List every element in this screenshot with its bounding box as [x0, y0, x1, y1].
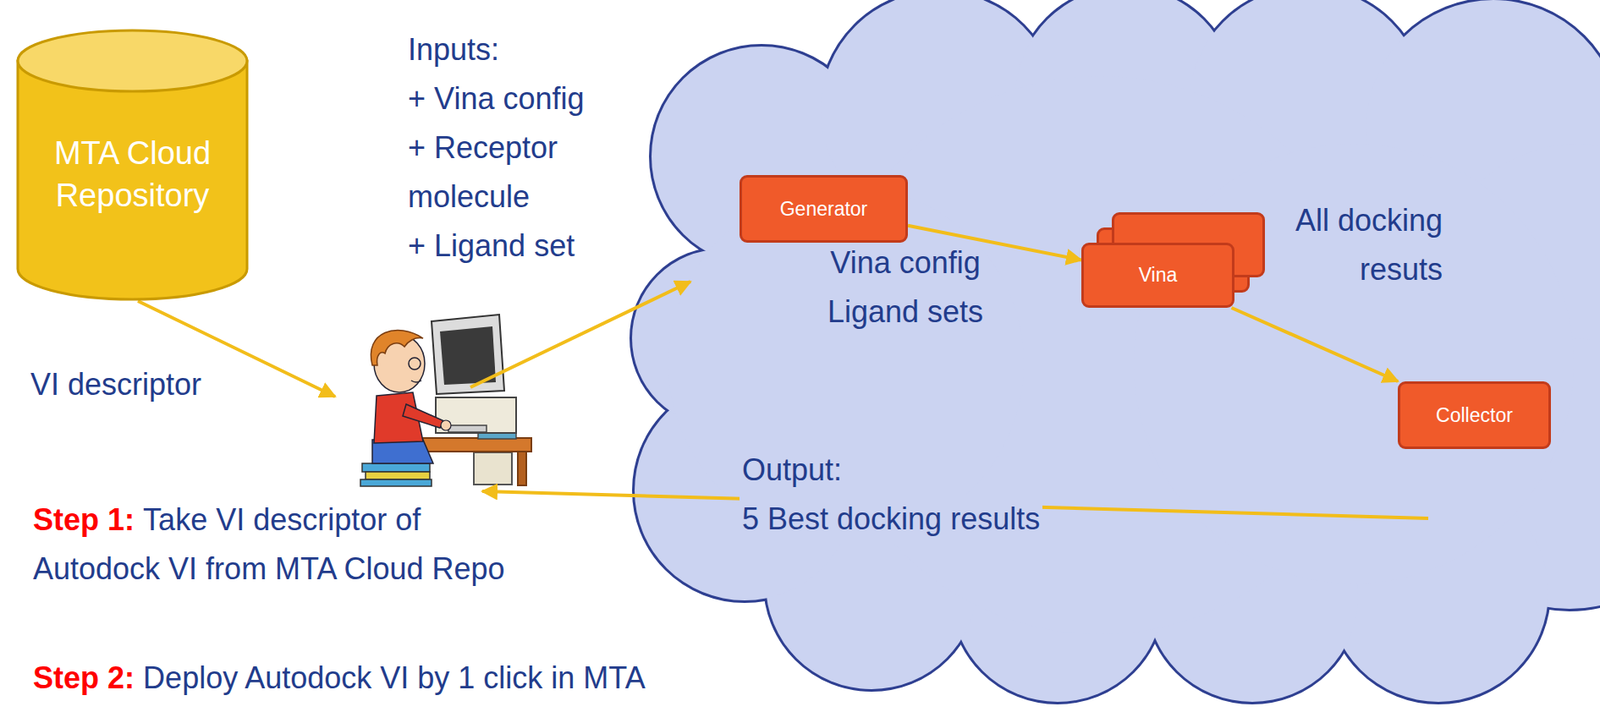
step-label: Step 1:	[32, 502, 135, 538]
book	[365, 472, 430, 480]
annotation-text: VI descriptor	[30, 360, 285, 410]
repository-cylinder: MTA Cloud Repository	[15, 28, 250, 302]
keyboard	[448, 425, 487, 433]
book	[362, 463, 430, 473]
annotation-text: + Receptor molecule	[407, 123, 620, 222]
annotation-text: Output:	[739, 445, 845, 495]
monitor	[431, 314, 505, 395]
deploy-arrow	[470, 281, 691, 388]
node-label: Generator	[780, 197, 869, 221]
cylinder-top	[17, 30, 248, 92]
node-label: Collector	[1435, 404, 1513, 428]
cylinder-body	[17, 60, 248, 300]
process-box: Vina	[1081, 242, 1235, 308]
text-group: Vina configLigand sets	[808, 238, 1003, 337]
pc-case	[435, 397, 517, 434]
process-box: Generator	[739, 175, 908, 243]
process-box: Collector	[1397, 381, 1551, 450]
hair	[370, 329, 424, 366]
glasses	[408, 357, 421, 370]
annotation-text: All docking resuts	[1269, 196, 1443, 295]
annotation-text: Vina config	[808, 238, 1003, 288]
text-group: All docking resuts	[1269, 196, 1443, 295]
step-label: Step 2:	[32, 660, 135, 696]
text-group: Inputs:+ Vina config+ Receptor molecule+…	[407, 25, 620, 271]
text-group: Step 2:Deploy Autodock VI by 1 click in …	[32, 654, 646, 704]
user-illustration	[360, 314, 532, 487]
annotation-text: Ligand sets	[808, 287, 1003, 337]
annotation-text: Inputs:	[407, 25, 620, 75]
book	[360, 479, 432, 487]
pc-tower	[473, 452, 512, 485]
mouth	[411, 380, 422, 383]
text-group: Step 1:Take VI descriptor of Autodock VI…	[32, 495, 517, 594]
flow-arrow	[1231, 307, 1399, 382]
annotation-text: Deploy Autodock VI by 1 click in MTA	[142, 660, 646, 696]
arm	[402, 404, 445, 429]
annotation-text: + Ligand set	[407, 221, 620, 271]
annotation-text: + Vina config	[407, 74, 620, 124]
node-label: Vina	[1138, 263, 1178, 287]
desk-leg	[517, 451, 527, 486]
cloud-shape	[632, 0, 1600, 703]
monitor-screen	[439, 326, 496, 385]
text-group: VI descriptor	[30, 360, 285, 410]
hand	[440, 420, 451, 431]
text-group: Output:5 Best docking results	[739, 445, 1095, 545]
annotation-text: 5 Best docking results	[739, 494, 1043, 545]
